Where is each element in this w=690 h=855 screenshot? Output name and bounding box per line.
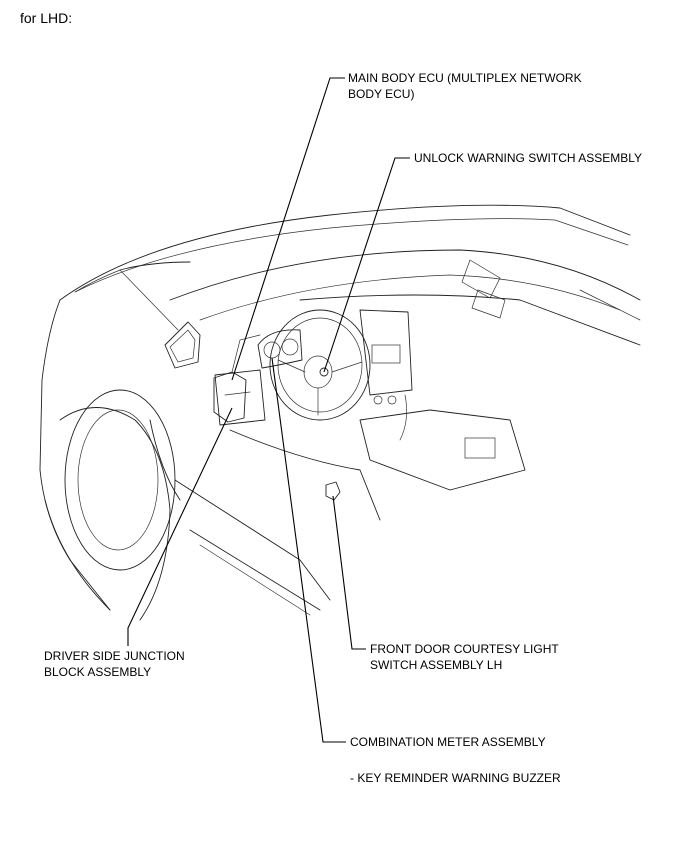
label-line: BODY ECU) xyxy=(348,87,415,101)
dashboard-top xyxy=(169,249,641,301)
front-wheel-arch xyxy=(59,407,171,621)
label-driver-junction-block: DRIVER SIDE JUNCTION BLOCK ASSEMBLY xyxy=(44,648,185,680)
center-stack xyxy=(359,309,413,396)
leader-combination-meter xyxy=(271,357,346,743)
door-sill xyxy=(174,479,331,601)
leader-unlock-warning-switch xyxy=(323,157,410,373)
leader-main-body-ecu xyxy=(231,77,345,381)
steering-wheel xyxy=(269,309,371,421)
center-console xyxy=(359,409,526,491)
label-line: DRIVER SIDE JUNCTION xyxy=(44,649,185,663)
label-door-courtesy-switch: FRONT DOOR COURTESY LIGHT SWITCH ASSEMBL… xyxy=(370,641,559,673)
diagram-caption: for LHD: xyxy=(20,10,73,26)
combination-meter xyxy=(257,329,303,369)
unlock-switch-part xyxy=(319,367,329,377)
front-wheel xyxy=(64,389,176,571)
label-line: MAIN BODY ECU (MULTIPLEX NETWORK xyxy=(348,71,582,85)
label-line: BLOCK ASSEMBLY xyxy=(44,665,152,679)
leader-door-courtesy-switch xyxy=(332,495,366,650)
side-mirror xyxy=(164,321,201,369)
label-main-body-ecu: MAIN BODY ECU (MULTIPLEX NETWORK BODY EC… xyxy=(348,70,582,102)
label-combination-meter: COMBINATION METER ASSEMBLY xyxy=(350,735,546,749)
door-switch-part xyxy=(325,481,341,501)
roof-outline xyxy=(59,204,631,301)
label-line: SWITCH ASSEMBLY LH xyxy=(370,658,503,672)
leader-driver-junction-block xyxy=(127,407,233,646)
label-key-reminder-buzzer: - KEY REMINDER WARNING BUZZER xyxy=(350,771,561,785)
label-line: FRONT DOOR COURTESY LIGHT xyxy=(370,642,559,656)
label-unlock-warning-switch: UNLOCK WARNING SWITCH ASSEMBLY xyxy=(414,151,643,165)
